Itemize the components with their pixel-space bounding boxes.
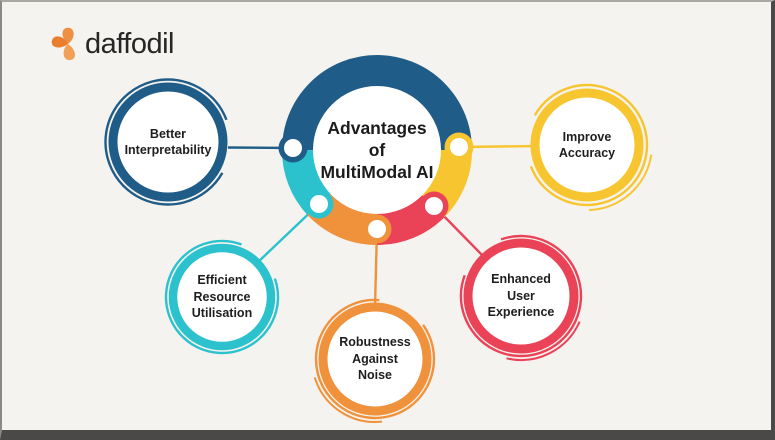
circle-efficient-resource bbox=[164, 239, 280, 355]
daffodil-flower-icon bbox=[51, 27, 75, 61]
node-dots bbox=[278, 132, 474, 244]
donut-segment-blue bbox=[282, 55, 472, 151]
circle-improve-accuracy bbox=[521, 79, 653, 211]
ring-enhanced bbox=[463, 238, 579, 354]
outer-arc-enhanced bbox=[459, 234, 583, 358]
ring-better bbox=[108, 82, 228, 202]
node-dot-white-1 bbox=[284, 139, 302, 157]
circle-better-interpretability bbox=[104, 78, 232, 206]
daffodil-logo: daffodil bbox=[48, 22, 175, 66]
outer-arc-better bbox=[104, 78, 232, 206]
ring-improve bbox=[530, 88, 644, 202]
outer-arc2-enhanced bbox=[456, 231, 586, 361]
circle-enhanced-user bbox=[456, 231, 586, 361]
node-dot-white-4 bbox=[368, 220, 386, 238]
node-dot-white-2 bbox=[450, 138, 468, 156]
circle-robustness-noise bbox=[311, 295, 439, 423]
outer-arc-efficient bbox=[164, 239, 280, 355]
ring-efficient bbox=[168, 243, 276, 351]
logo-text: daffodil bbox=[85, 27, 175, 60]
outer-arc-robustness bbox=[314, 298, 436, 420]
outer-arc2-improve bbox=[521, 79, 653, 211]
ring-robustness bbox=[318, 302, 432, 416]
node-dot-white-5 bbox=[425, 197, 443, 215]
node-dot-white-3 bbox=[310, 195, 328, 213]
outer-arc2-robustness bbox=[311, 295, 439, 423]
donut-center-hole bbox=[313, 86, 441, 214]
